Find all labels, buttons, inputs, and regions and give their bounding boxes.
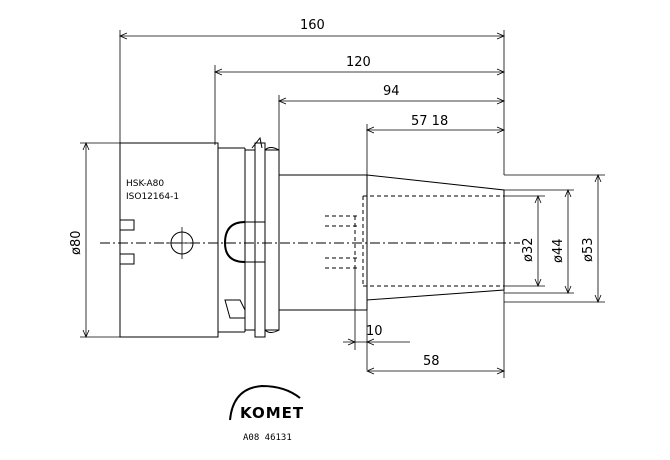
- komet-logo: KOMET A08 46131: [229, 384, 304, 443]
- dimension-dia-32: ø32: [504, 194, 545, 288]
- dimension-160-label: 160: [300, 18, 325, 33]
- logo-brand-text: KOMET: [240, 404, 304, 422]
- logo-arc-icon: [229, 384, 301, 421]
- dimension-58: 58: [365, 290, 506, 378]
- dimension-10-label: 10: [366, 324, 383, 339]
- extension-body: [279, 174, 505, 311]
- dimension-dia-53: ø53: [504, 173, 605, 304]
- dimension-dia-53-label: ø53: [581, 238, 596, 263]
- dimension-120-label: 120: [346, 55, 371, 70]
- dimension-120: 120: [213, 55, 506, 145]
- hsk-shank: [119, 136, 280, 338]
- dimension-94: 94: [277, 84, 506, 175]
- dimension-dia-32-label: ø32: [521, 238, 536, 263]
- dimension-10: 10: [343, 268, 410, 350]
- dimension-dia-80: ø80: [69, 141, 120, 339]
- dimension-58-label: 58: [423, 354, 440, 369]
- dimension-94-label: 94: [383, 84, 400, 99]
- dimension-dia-80-label: ø80: [69, 231, 84, 256]
- standard-label: ISO12164-1: [126, 192, 179, 202]
- dimension-dia-44: ø44: [504, 188, 574, 295]
- article-number: A08 46131: [243, 433, 292, 443]
- dimension-160: 160: [118, 18, 506, 250]
- shank-type-label: HSK-A80: [126, 179, 164, 189]
- dimension-dia-44-label: ø44: [551, 239, 566, 264]
- dimension-57-18: 57 18: [365, 114, 506, 370]
- dimension-57-18-label: 57 18: [411, 114, 448, 129]
